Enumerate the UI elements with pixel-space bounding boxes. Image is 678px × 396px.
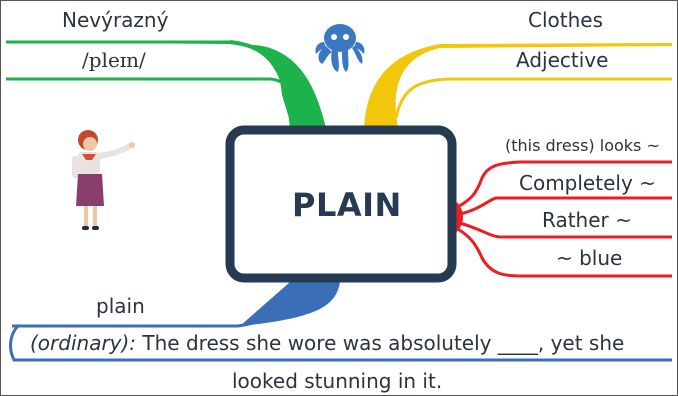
collocation-item: Rather ~ <box>542 208 632 232</box>
center-word: PLAIN <box>292 186 402 224</box>
part-of-speech-label: Adjective <box>516 48 609 72</box>
green-branch <box>6 40 326 129</box>
collocation-item: Completely ~ <box>519 171 656 195</box>
yellow-branch <box>364 43 672 128</box>
example-sentence-line2: looked stunning in it. <box>232 369 443 393</box>
translation-label: Nevýrazný <box>62 8 169 32</box>
category-label: Clothes <box>528 8 603 32</box>
example-sentence-line1: (ordinary): The dress she wore was absol… <box>30 331 624 355</box>
collocation-item: ~ blue <box>556 246 623 270</box>
center-box <box>225 125 457 283</box>
sense-label: (ordinary): <box>30 331 137 355</box>
octopus-logo-icon <box>315 24 365 72</box>
example-word: plain <box>96 294 145 318</box>
sentence-text: The dress she wore was absolutely ____, … <box>136 331 625 355</box>
collocation-header: (this dress) looks ~ <box>505 136 660 155</box>
teacher-woman-icon <box>72 130 135 230</box>
ipa-label: /pleɪn/ <box>82 48 146 72</box>
blue-branch <box>9 281 672 362</box>
